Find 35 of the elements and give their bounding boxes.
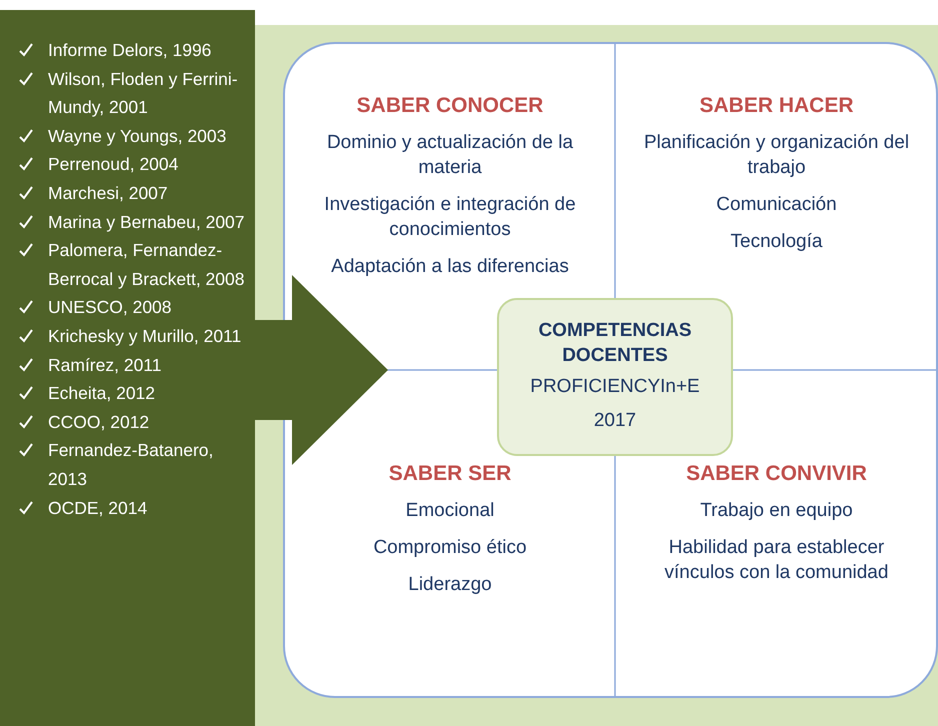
center-title: COMPETENCIAS DOCENTES: [537, 319, 693, 368]
competency-item: Habilidad para establecer vínculos con la comunidad: [664, 536, 890, 585]
reference-entry: Marina y Bernabeu, 2007: [48, 210, 245, 234]
competency-item: Emocional: [404, 499, 496, 523]
competency-item: Trabajo en equipo: [699, 499, 854, 523]
quadrant-heading: SABER CONOCER: [356, 94, 544, 118]
reference-entry: Ramírez, 2011: [48, 354, 162, 377]
center-text: 2017: [592, 410, 638, 432]
reference-entry: UNESCO, 2008: [48, 296, 172, 320]
competency-item: Investigación e integración de conocimientos: [323, 193, 577, 242]
competency-item: Planificación y organización del trabajo: [642, 131, 910, 180]
competency-item: Compromiso ético: [372, 536, 528, 560]
quadrant-heading: SABER HACER: [698, 94, 854, 118]
center-box: [497, 298, 733, 456]
center-text: PROFICIENCYIn+E: [529, 376, 701, 398]
reference-entry: Marchesi, 2007: [48, 182, 168, 205]
competency-item: Dominio y actualización de la materia: [326, 131, 574, 180]
reference-entry: Wilson, Floden y Ferrini-Mundy, 2001: [48, 68, 239, 120]
quadrant-heading: SABER CONVIVIR: [685, 462, 868, 486]
competency-item: Liderazgo: [407, 573, 493, 597]
reference-entry: Perrenoud, 2004: [48, 153, 178, 176]
reference-entry: Wayne y Youngs, 2003: [48, 124, 226, 148]
quadrant-board: [283, 42, 938, 698]
reference-entry: Palomera, Fernandez-Berrocal y Brackett, 2008: [48, 239, 246, 291]
reference-panel: [0, 10, 255, 726]
reference-entry: Krichesky y Murillo, 2011: [48, 324, 242, 348]
quadrant-heading: SABER SER: [388, 462, 512, 486]
reference-entry: CCOO, 2012: [48, 410, 150, 434]
reference-entry: Informe Delors, 1996: [48, 39, 212, 62]
competency-item: Adaptación a las diferencias: [330, 255, 570, 279]
reference-entry: Echeita, 2012: [48, 382, 156, 406]
reference-entry: Fernandez-Batanero, 2013: [48, 439, 214, 491]
competency-item: Tecnología: [730, 230, 824, 254]
reference-entry: OCDE, 2014: [48, 496, 148, 520]
competency-item: Comunicación: [715, 193, 838, 217]
